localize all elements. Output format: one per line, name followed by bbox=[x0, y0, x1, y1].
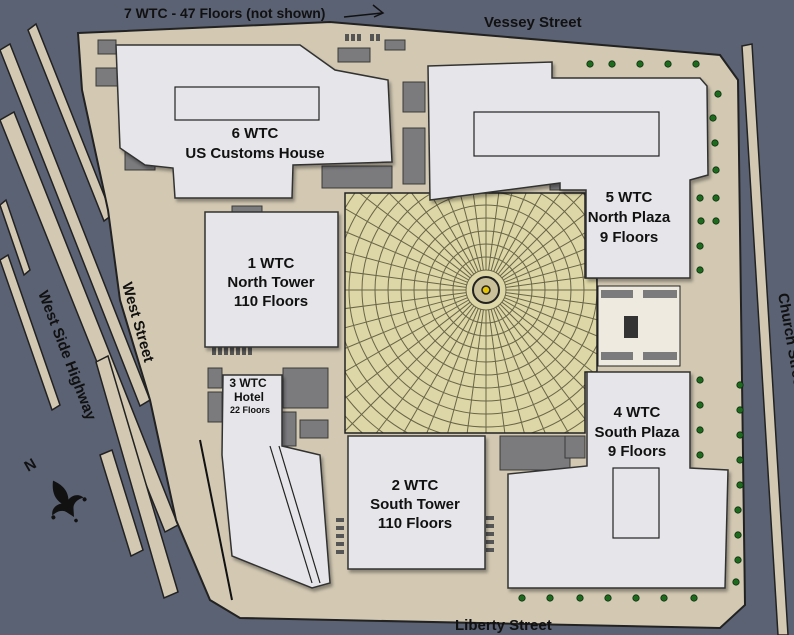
highway-medians bbox=[0, 22, 179, 600]
street-label-liberty: Liberty Street bbox=[455, 617, 552, 634]
roof-outlines bbox=[174, 86, 660, 584]
sphere-sculpture bbox=[481, 285, 491, 295]
wtc3-floors: 22 Floors bbox=[230, 405, 270, 415]
tree bbox=[734, 531, 742, 539]
tree bbox=[736, 456, 744, 464]
wtc6-desc: US Customs House bbox=[185, 145, 324, 162]
vent-grates bbox=[212, 34, 494, 554]
tree bbox=[712, 194, 720, 202]
tree bbox=[632, 594, 640, 602]
tree bbox=[736, 481, 744, 489]
tree bbox=[608, 60, 616, 68]
tree bbox=[664, 60, 672, 68]
tree bbox=[734, 506, 742, 514]
label-wtc3: 3 WTC Hotel 22 Floors bbox=[229, 376, 270, 415]
wtc6-footprint bbox=[115, 44, 393, 199]
tree bbox=[546, 594, 554, 602]
tree bbox=[576, 594, 584, 602]
wtc3-desc: Hotel bbox=[234, 390, 264, 404]
wtc6-name: 6 WTC bbox=[232, 125, 279, 142]
tree bbox=[696, 451, 704, 459]
wtc4-name: 4 WTC bbox=[614, 404, 661, 421]
wtc5-floors: 9 Floors bbox=[600, 229, 658, 246]
wtc4-desc: South Plaza bbox=[594, 424, 680, 441]
tree bbox=[711, 139, 719, 147]
buildings bbox=[115, 44, 729, 589]
wtc2-name: 2 WTC bbox=[392, 477, 439, 494]
street-label-vessey: Vessey Street bbox=[484, 14, 582, 31]
tree bbox=[696, 376, 704, 384]
wtc4-footprint bbox=[507, 371, 729, 589]
wtc5-desc: North Plaza bbox=[588, 209, 671, 226]
tree bbox=[709, 114, 717, 122]
wtc1-footprint bbox=[204, 211, 339, 348]
note-7wtc: 7 WTC - 47 Floors (not shown) bbox=[124, 5, 325, 21]
tree bbox=[736, 381, 744, 389]
tree bbox=[660, 594, 668, 602]
compass-icon bbox=[51, 480, 87, 523]
wtc2-footprint bbox=[347, 435, 486, 570]
trees bbox=[518, 60, 744, 602]
tree bbox=[696, 426, 704, 434]
tree bbox=[732, 578, 740, 586]
wtc2-floors: 110 Floors bbox=[378, 515, 452, 532]
label-wtc5: 5 WTC North Plaza 9 Floors bbox=[588, 189, 671, 246]
label-wtc1: 1 WTC North Tower 110 Floors bbox=[227, 255, 314, 310]
austin-tobin-plaza bbox=[345, 193, 597, 433]
tree bbox=[714, 90, 722, 98]
tree bbox=[518, 594, 526, 602]
label-wtc2: 2 WTC South Tower 110 Floors bbox=[370, 477, 460, 532]
tree bbox=[690, 594, 698, 602]
tree bbox=[736, 431, 744, 439]
wtc1-desc: North Tower bbox=[227, 274, 314, 291]
wtc3-name: 3 WTC bbox=[229, 376, 267, 390]
tree bbox=[696, 242, 704, 250]
west-street-curb bbox=[199, 439, 233, 601]
tree bbox=[696, 194, 704, 202]
east-plaza-entrance bbox=[597, 285, 681, 367]
tree bbox=[696, 401, 704, 409]
tree bbox=[692, 60, 700, 68]
label-wtc4: 4 WTC South Plaza 9 Floors bbox=[594, 404, 680, 460]
annex-structures bbox=[95, 39, 587, 471]
tree bbox=[712, 217, 720, 225]
wtc1-name: 1 WTC bbox=[248, 255, 295, 272]
wtc5-name: 5 WTC bbox=[606, 189, 653, 206]
wtc3-footprint bbox=[221, 374, 331, 589]
wtc4-floors: 9 Floors bbox=[608, 443, 666, 460]
tree bbox=[696, 266, 704, 274]
wtc1-floors: 110 Floors bbox=[234, 293, 308, 310]
tree bbox=[697, 217, 705, 225]
tree bbox=[586, 60, 594, 68]
tree bbox=[604, 594, 612, 602]
north-arrow-indicator bbox=[343, 4, 385, 18]
label-wtc6: 6 WTC US Customs House bbox=[185, 125, 324, 162]
church-street-median bbox=[741, 43, 789, 635]
tree bbox=[712, 166, 720, 174]
wtc5-footprint bbox=[427, 61, 709, 279]
tree bbox=[734, 556, 742, 564]
tree bbox=[736, 406, 744, 414]
tree bbox=[636, 60, 644, 68]
wtc2-desc: South Tower bbox=[370, 496, 460, 513]
